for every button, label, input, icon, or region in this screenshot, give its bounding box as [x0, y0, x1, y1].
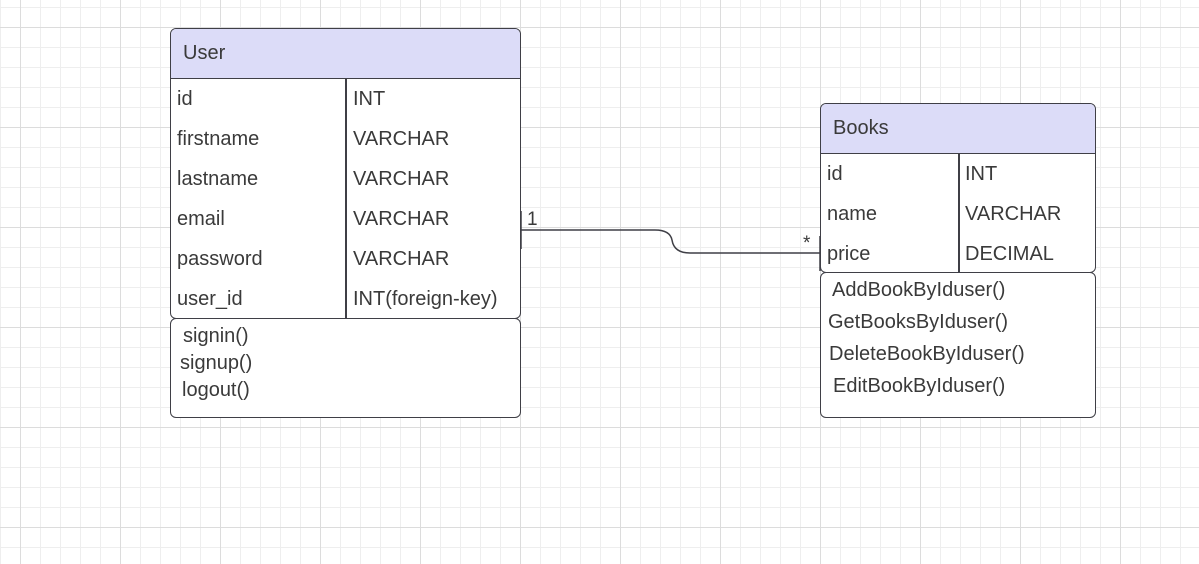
- books-attribute-row[interactable]: id INT: [821, 154, 1095, 194]
- user-column-divider: [345, 79, 347, 318]
- attribute-type: VARCHAR: [353, 207, 450, 230]
- user-entity[interactable]: User id INT firstname VARCHAR lastname V…: [170, 28, 521, 319]
- attribute-name: id: [177, 87, 193, 110]
- user-method: signup(): [180, 352, 253, 374]
- attribute-type: VARCHAR: [353, 127, 450, 150]
- books-methods-box[interactable]: AddBookByIduser() GetBooksByIduser() Del…: [820, 272, 1096, 418]
- books-entity[interactable]: Books id INT name VARCHAR price DECIMAL: [820, 103, 1096, 273]
- user-entity-header[interactable]: User: [171, 29, 520, 79]
- user-attribute-row[interactable]: email VARCHAR: [171, 199, 520, 239]
- books-method: AddBookByIduser(): [832, 279, 1006, 301]
- attribute-type: VARCHAR: [353, 167, 450, 190]
- attribute-name: name: [827, 202, 878, 225]
- attribute-type: INT(foreign-key): [353, 287, 498, 310]
- user-attribute-row[interactable]: firstname VARCHAR: [171, 119, 520, 159]
- attribute-name: password: [177, 247, 263, 270]
- attribute-type: INT: [353, 87, 386, 110]
- books-attributes: id INT name VARCHAR price DECIMAL: [821, 154, 1095, 272]
- relationship-line[interactable]: [521, 229, 820, 254]
- user-attribute-row[interactable]: user_id INT(foreign-key): [171, 279, 520, 318]
- user-methods-box[interactable]: signin() signup() logout(): [170, 318, 521, 418]
- attribute-name: id: [827, 162, 843, 185]
- user-method: logout(): [182, 379, 250, 401]
- attribute-name: firstname: [177, 127, 260, 150]
- attribute-type: VARCHAR: [965, 202, 1062, 225]
- attribute-name: user_id: [177, 287, 243, 310]
- attribute-type: DECIMAL: [965, 242, 1054, 265]
- attribute-name: email: [177, 207, 225, 230]
- user-entity-title: User: [183, 42, 226, 64]
- user-attribute-row[interactable]: password VARCHAR: [171, 239, 520, 279]
- books-entity-header[interactable]: Books: [821, 104, 1095, 154]
- books-method: EditBookByIduser(): [833, 375, 1006, 397]
- user-method: signin(): [183, 325, 249, 347]
- user-attributes: id INT firstname VARCHAR lastname VARCHA…: [171, 79, 520, 318]
- user-multiplicity-label: 1: [527, 209, 538, 230]
- attribute-name: lastname: [177, 167, 259, 190]
- books-entity-title: Books: [833, 117, 889, 139]
- books-column-divider: [958, 154, 960, 272]
- books-attribute-row[interactable]: price DECIMAL: [821, 234, 1095, 272]
- books-method: GetBooksByIduser(): [828, 311, 1009, 333]
- user-attribute-row[interactable]: lastname VARCHAR: [171, 159, 520, 199]
- attribute-type: VARCHAR: [353, 247, 450, 270]
- books-attribute-row[interactable]: name VARCHAR: [821, 194, 1095, 234]
- books-multiplicity-label: *: [803, 233, 811, 254]
- attribute-type: INT: [965, 162, 998, 185]
- user-attribute-row[interactable]: id INT: [171, 79, 520, 119]
- books-method: DeleteBookByIduser(): [829, 343, 1025, 365]
- attribute-name: price: [827, 242, 871, 265]
